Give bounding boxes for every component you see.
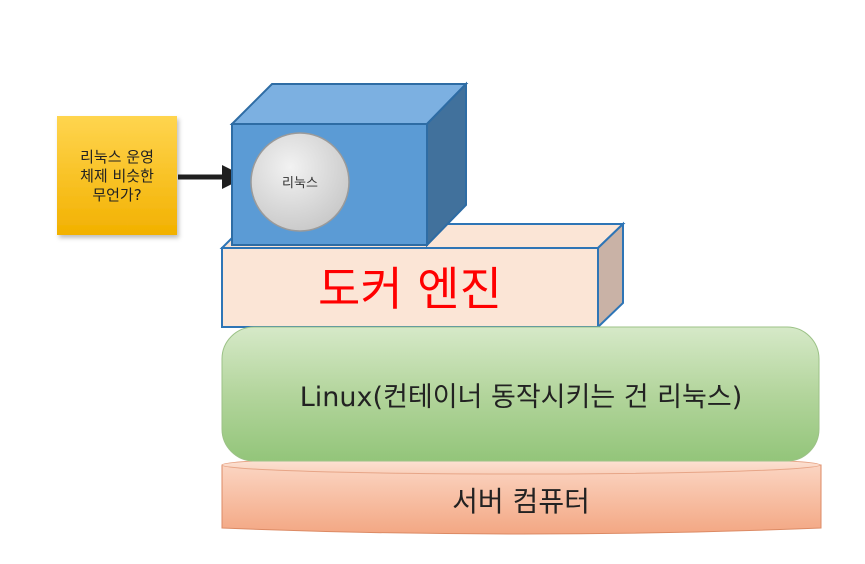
sticky-note: 리눅스 운영 체제 비슷한 무언가?: [57, 116, 177, 235]
linux-os-layer: Linux(컨테이너 동작시키는 건 리눅스): [221, 326, 820, 462]
linux-os-box: [221, 326, 820, 462]
server-computer-layer: 서버 컴퓨터: [221, 455, 822, 535]
container-cube-top-face: [229, 83, 469, 125]
container-linux-label: 리눅스: [282, 176, 318, 191]
sticky-note-box: [57, 116, 177, 235]
sticky-note-line-3: 무언가?: [92, 186, 141, 204]
container-cube: 리눅스: [229, 81, 469, 248]
sticky-note-line-2: 체제 비슷한: [80, 167, 154, 185]
linux-os-label: Linux(컨테이너 동작시키는 건 리눅스): [300, 382, 742, 413]
server-computer-body: [221, 464, 822, 535]
sticky-note-line-1: 리눅스 운영: [80, 148, 154, 166]
docker-engine-label: 도커 엔진: [318, 262, 502, 316]
docker-engine-front-face: [221, 247, 599, 328]
container-linux-circle: [250, 132, 350, 232]
server-computer-label: 서버 컴퓨터: [452, 485, 590, 518]
